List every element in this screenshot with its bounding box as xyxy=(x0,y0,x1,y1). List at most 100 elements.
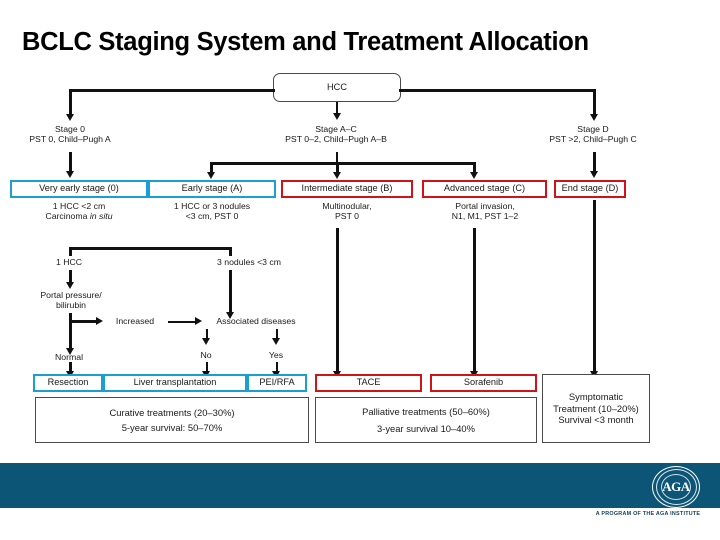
advanced-drop xyxy=(473,228,476,372)
root-arrow-left xyxy=(66,114,74,121)
staged-arrow xyxy=(590,171,598,178)
node-portal-pressure-line1: Portal pressure/ xyxy=(40,290,102,300)
treatment-box-sorafenib: Sorafenib xyxy=(430,374,537,392)
stage-box-end-stage-label: End stage (D) xyxy=(561,183,619,194)
increased-to-assoc xyxy=(168,321,196,323)
stageac-drop-c xyxy=(473,162,476,173)
endstage-drop xyxy=(593,200,596,372)
node-portal-pressure-line2: bilirubin xyxy=(56,300,86,311)
aga-logo: AGA xyxy=(652,466,700,508)
one-hcc-arrow xyxy=(66,282,74,289)
node-no: No xyxy=(200,350,212,360)
stageac-arrow-c xyxy=(470,172,478,179)
stage-group-d-line2: PST >2, Child–Pugh C xyxy=(549,134,637,145)
treatment-box-resection-label: Resection xyxy=(47,377,89,388)
portal-to-increased xyxy=(69,320,97,323)
stage-group-d-line1: Stage D xyxy=(577,124,609,134)
page-title: BCLC Staging System and Treatment Alloca… xyxy=(22,28,589,56)
root-arrow-right xyxy=(590,114,598,121)
one-hcc-drop xyxy=(69,270,72,283)
increased-arrow xyxy=(96,317,103,325)
logo-outer-ring-icon xyxy=(652,466,700,508)
stage-desc-advanced: Portal invasion, N1, M1, PST 1–2 xyxy=(415,201,555,222)
stage-box-intermediate-stage-label: Intermediate stage (B) xyxy=(301,183,393,194)
stage-desc-intermediate: Multinodular, PST 0 xyxy=(277,201,417,222)
outcome-box-symptomatic-line2: Treatment (10–20%) xyxy=(553,402,639,414)
stage-desc-early-line1: 1 HCC or 3 nodules xyxy=(173,201,251,211)
stage-group-0-line2: PST 0, Child–Pugh A xyxy=(29,134,111,145)
intermediate-drop xyxy=(336,228,339,372)
node-associated-diseases: Associated diseases xyxy=(216,316,296,326)
stage-group-a-c-line2: PST 0–2, Child–Pugh A–B xyxy=(285,134,387,145)
early-split-left xyxy=(69,247,72,256)
treatment-box-sorafenib-label: Sorafenib xyxy=(463,377,504,388)
footer-band xyxy=(0,463,720,508)
stageac-drop-a xyxy=(210,162,213,173)
stage-desc-intermediate-line2: PST 0 xyxy=(335,211,359,222)
stage-box-advanced-stage: Advanced stage (C) xyxy=(422,180,547,198)
stage-desc-early-line2: <3 cm, PST 0 xyxy=(185,211,239,222)
yes-to-peirfa xyxy=(275,362,278,372)
treatment-box-tace-label: TACE xyxy=(356,377,381,388)
stage-desc-very-early-line1: 1 HCC <2 cm xyxy=(52,201,106,211)
node-normal: Normal xyxy=(55,352,83,362)
stage-desc-early: 1 HCC or 3 nodules <3 cm, PST 0 xyxy=(142,201,282,222)
early-split-bar xyxy=(69,247,232,250)
outcome-box-symptomatic-line3: Survival <3 month xyxy=(558,414,634,426)
stage-box-very-early-stage-label: Very early stage (0) xyxy=(39,183,119,194)
early-split-right xyxy=(229,247,232,256)
footer-caption: A PROGRAM OF THE AGA INSTITUTE xyxy=(595,511,701,517)
stage-desc-advanced-line1: Portal invasion, xyxy=(455,201,515,211)
root-drop-right xyxy=(593,89,596,115)
outcome-box-palliative-line2: 3-year survival 10–40% xyxy=(377,423,475,434)
stage0-arrow xyxy=(66,171,74,178)
normal-arrow xyxy=(66,348,74,355)
stage-group-0-line1: Stage 0 xyxy=(55,124,85,134)
outcome-box-palliative-line1: Palliative treatments (50–60%) xyxy=(362,405,490,417)
treatment-box-pei-rfa-label: PEI/RFA xyxy=(259,377,295,388)
stage-box-very-early-stage: Very early stage (0) xyxy=(10,180,148,198)
stage0-drop xyxy=(69,152,72,172)
outcome-box-symptomatic-line1: Symptomatic xyxy=(568,391,624,403)
node-portal-pressure: Portal pressure/ bilirubin xyxy=(9,290,133,311)
logo-seal-ring-icon xyxy=(661,474,691,500)
logo-monogram: AGA xyxy=(662,479,690,494)
stage-group-a-c: Stage A–C PST 0–2, Child–Pugh A–B xyxy=(266,124,406,145)
treatment-box-liver-transplantation-label: Liver transplantation xyxy=(133,377,217,388)
treatment-box-liver-transplantation: Liver transplantation xyxy=(103,374,247,392)
node-three-nodules: 3 nodules <3 cm xyxy=(217,257,281,267)
assoc-arrow-no xyxy=(202,338,210,345)
stage-group-a-c-line1: Stage A–C xyxy=(315,124,357,134)
stage-box-end-stage: End stage (D) xyxy=(554,180,626,198)
three-nodules-drop xyxy=(229,270,232,313)
node-increased: Increased xyxy=(115,316,155,326)
outcome-box-curative-line1: Curative treatments (20–30%) xyxy=(109,407,235,419)
logo-inner-ring-icon xyxy=(655,469,697,505)
stageac-arrow-a xyxy=(207,172,215,179)
stage-desc-advanced-line2: N1, M1, PST 1–2 xyxy=(451,211,519,222)
stage-group-0: Stage 0 PST 0, Child–Pugh A xyxy=(0,124,140,145)
stage-group-d: Stage D PST >2, Child–Pugh C xyxy=(523,124,663,145)
three-nodules-arrow xyxy=(226,312,234,319)
assoc-arrow xyxy=(195,317,202,325)
carcinoma-in-situ-italic: in situ xyxy=(89,211,113,222)
node-yes: Yes xyxy=(268,350,284,360)
treatment-box-resection: Resection xyxy=(33,374,103,392)
outcome-box-curative-line2: 5-year survival: 50–70% xyxy=(121,421,223,433)
root-drop-left xyxy=(69,89,72,115)
stage-box-intermediate-stage: Intermediate stage (B) xyxy=(281,180,413,198)
outcome-box-curative: Curative treatments (20–30%) 5-year surv… xyxy=(35,397,309,443)
no-to-transplant xyxy=(205,362,208,372)
portal-vertical xyxy=(69,313,72,349)
hcc-root-box: HCC xyxy=(273,73,401,102)
staged-drop xyxy=(593,152,596,172)
outcome-box-palliative: Palliative treatments (50–60%) 3-year su… xyxy=(315,397,537,443)
assoc-drop-yes xyxy=(275,329,278,339)
assoc-drop-no xyxy=(205,329,208,339)
treatment-box-pei-rfa: PEI/RFA xyxy=(247,374,307,392)
stageac-stem xyxy=(336,152,338,164)
root-drop-center xyxy=(336,102,338,114)
outcome-box-symptomatic: Symptomatic Treatment (10–20%) Survival … xyxy=(542,374,650,443)
stage-desc-very-early: 1 HCC <2 cm Carcinoma in situ xyxy=(9,201,149,222)
stage-box-advanced-stage-label: Advanced stage (C) xyxy=(443,183,526,194)
